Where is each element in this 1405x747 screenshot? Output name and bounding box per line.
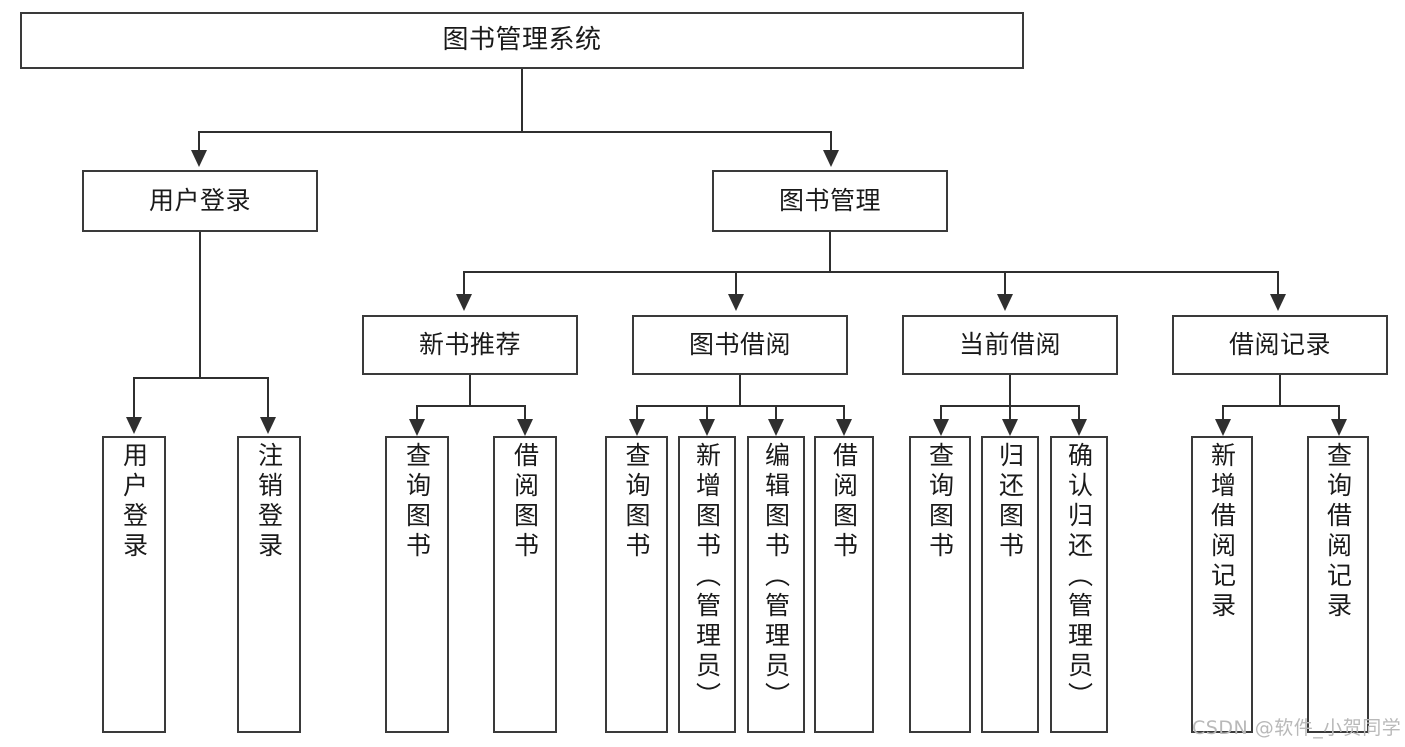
node-label: 借阅图书 — [829, 442, 859, 562]
edge-bb-2 — [706, 405, 708, 425]
node-leaf-confirm-return-admin[interactable]: 确认归还（管理员） — [1050, 436, 1108, 733]
node-leaf-return-book[interactable]: 归还图书 — [981, 436, 1039, 733]
arrow-to-leaf-borrow-book-2 — [836, 419, 852, 436]
edge-user-login-stem — [199, 232, 201, 378]
arrow-to-user-login — [191, 150, 207, 167]
edge-to-new-book-recommend — [463, 271, 465, 295]
node-label: 新增图书（管理员） — [692, 442, 722, 712]
node-leaf-add-borrow-record[interactable]: 新增借阅记录 — [1191, 436, 1253, 733]
node-leaf-user-login[interactable]: 用户登录 — [102, 436, 166, 733]
edge-br-left — [1222, 405, 1224, 425]
edge-user-login-left — [133, 377, 135, 419]
edge-book-manage-stem — [829, 232, 831, 272]
edge-nbr-right — [524, 405, 526, 425]
edge-root-to-book-manage — [830, 131, 832, 152]
arrow-to-leaf-user-login — [126, 417, 142, 434]
edge-current-borrow-stem — [1009, 375, 1011, 406]
node-label: 确认归还（管理员） — [1064, 442, 1094, 712]
node-new-book-recommend[interactable]: 新书推荐 — [362, 315, 578, 375]
node-leaf-user-logout[interactable]: 注销登录 — [237, 436, 301, 733]
edge-root-stem — [521, 69, 523, 132]
edge-nbr-left — [416, 405, 418, 425]
arrow-to-leaf-query-borrow-record — [1331, 419, 1347, 436]
arrow-to-new-book-recommend — [456, 294, 472, 311]
node-leaf-edit-book-admin[interactable]: 编辑图书（管理员） — [747, 436, 805, 733]
edge-bb-1 — [636, 405, 638, 425]
node-leaf-query-book-1[interactable]: 查询图书 — [385, 436, 449, 733]
edge-book-borrow-bus — [636, 405, 844, 407]
node-leaf-query-book-2[interactable]: 查询图书 — [605, 436, 668, 733]
edge-to-book-borrow — [735, 271, 737, 295]
arrow-to-borrow-record — [1270, 294, 1286, 311]
edge-user-login-right — [267, 377, 269, 419]
node-label: 编辑图书（管理员） — [761, 442, 791, 712]
node-label: 新增借阅记录 — [1207, 442, 1237, 622]
node-borrow-record[interactable]: 借阅记录 — [1172, 315, 1388, 375]
arrow-to-leaf-add-book-admin — [699, 419, 715, 436]
node-book-manage[interactable]: 图书管理 — [712, 170, 948, 232]
node-label: 查询图书 — [402, 442, 432, 562]
node-label: 借阅记录 — [1228, 330, 1331, 360]
node-label: 查询图书 — [622, 442, 651, 562]
arrow-to-leaf-borrow-book-1 — [517, 419, 533, 436]
arrow-to-leaf-edit-book-admin — [768, 419, 784, 436]
node-label: 查询借阅记录 — [1323, 442, 1353, 622]
edge-new-book-recommend-stem — [469, 375, 471, 406]
edge-cb-3 — [1078, 405, 1080, 425]
node-leaf-borrow-book-1[interactable]: 借阅图书 — [493, 436, 557, 733]
edge-book-manage-bus — [463, 271, 1279, 273]
node-label: 归还图书 — [995, 442, 1025, 562]
arrow-to-leaf-add-borrow-record — [1215, 419, 1231, 436]
edge-to-current-borrow — [1004, 271, 1006, 295]
edge-br-right — [1338, 405, 1340, 425]
node-label: 图书管理系统 — [442, 25, 602, 56]
arrow-to-leaf-return-book — [1002, 419, 1018, 436]
node-label: 图书借阅 — [688, 330, 791, 360]
arrow-to-leaf-query-book-2 — [629, 419, 645, 436]
node-label: 借阅图书 — [510, 442, 540, 562]
node-label: 当前借阅 — [958, 330, 1061, 360]
edge-borrow-record-bus — [1222, 405, 1340, 407]
arrow-to-leaf-user-logout — [260, 417, 276, 434]
node-label: 图书管理 — [778, 186, 881, 216]
edge-user-login-bus — [133, 377, 269, 379]
edge-cb-2 — [1009, 405, 1011, 425]
edge-new-book-recommend-bus — [416, 405, 526, 407]
edge-borrow-record-stem — [1279, 375, 1281, 406]
node-leaf-query-book-3[interactable]: 查询图书 — [909, 436, 971, 733]
arrow-to-leaf-query-book-3 — [933, 419, 949, 436]
node-current-borrow[interactable]: 当前借阅 — [902, 315, 1118, 375]
arrow-to-leaf-confirm-return-admin — [1071, 419, 1087, 436]
edge-book-borrow-stem — [739, 375, 741, 406]
node-leaf-add-book-admin[interactable]: 新增图书（管理员） — [678, 436, 736, 733]
node-label: 新书推荐 — [418, 330, 521, 360]
node-label: 用户登录 — [119, 442, 149, 562]
edge-to-borrow-record — [1277, 271, 1279, 295]
node-root-system[interactable]: 图书管理系统 — [20, 12, 1024, 69]
arrow-to-book-borrow — [728, 294, 744, 311]
arrow-to-current-borrow — [997, 294, 1013, 311]
arrow-to-book-manage — [823, 150, 839, 167]
edge-bb-4 — [843, 405, 845, 425]
node-leaf-query-borrow-record[interactable]: 查询借阅记录 — [1307, 436, 1369, 733]
node-leaf-borrow-book-2[interactable]: 借阅图书 — [814, 436, 874, 733]
edge-cb-1 — [940, 405, 942, 425]
node-label: 用户登录 — [148, 186, 251, 216]
edge-root-bus — [198, 131, 832, 133]
node-user-login[interactable]: 用户登录 — [82, 170, 318, 232]
arrow-to-leaf-query-book-1 — [409, 419, 425, 436]
edge-bb-3 — [775, 405, 777, 425]
edge-root-to-user-login — [198, 131, 200, 152]
node-label: 查询图书 — [925, 442, 955, 562]
node-label: 注销登录 — [254, 442, 284, 562]
node-book-borrow[interactable]: 图书借阅 — [632, 315, 848, 375]
